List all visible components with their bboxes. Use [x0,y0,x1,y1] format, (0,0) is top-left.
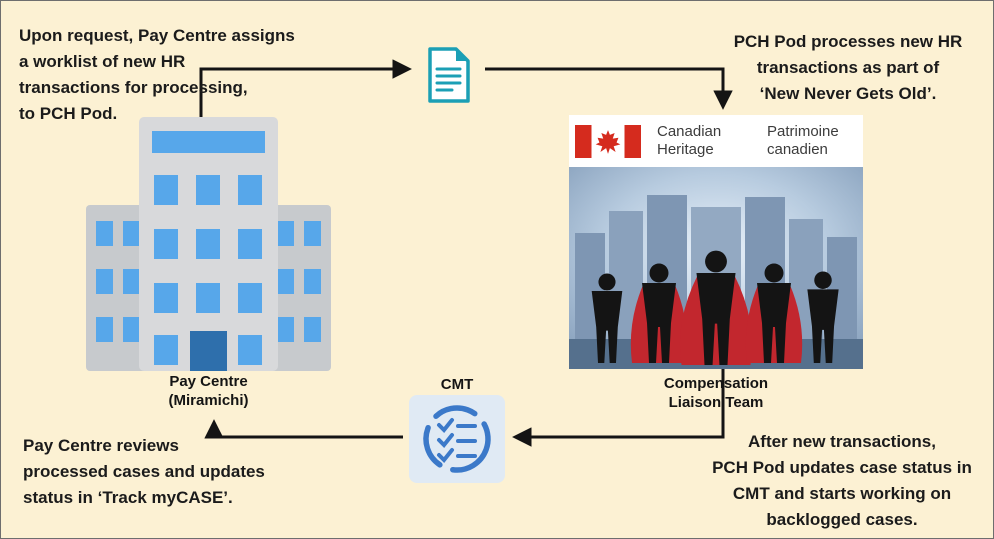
note-line: Upon request, Pay Centre assigns [19,26,295,45]
arrow-document-to-pchpod [485,67,733,110]
cmt-icon [409,395,505,483]
banner-fr-line1: Patrimoine [767,123,839,140]
clt-label-line1: Compensation [663,375,769,392]
note-line: PCH Pod updates case status in [712,458,972,477]
banner-en-line2: Heritage [657,141,714,158]
wing-windows [96,221,321,342]
note-line: backlogged cases. [766,510,918,529]
note-line: Pay Centre reviews [23,436,179,455]
banner-en-line1: Canadian [657,123,722,140]
cmt-icon-graphic [423,405,491,473]
note-line: PCH Pod processes new HR [733,32,963,51]
superhero-team-image [569,167,863,369]
note-line: ‘New Never Gets Old’. [759,84,937,103]
note-line: After new transactions, [748,432,936,451]
team-silhouettes [591,250,839,365]
pay-centre-building [86,117,331,371]
compensation-liaison-team-label: Compensation Liaison Team [569,374,863,412]
note-top-left: Upon request, Pay Centre assigns a workl… [19,23,295,127]
cmt-label: CMT [440,376,474,393]
banner-text-english: Canadian Heritage [657,123,721,159]
document-icon [419,45,477,105]
note-line: transactions as part of [756,58,940,77]
building-icon [86,117,331,371]
note-bottom-right: After new transactions, PCH Pod updates … [697,429,987,533]
canadian-heritage-banner: Canadian Heritage Patrimoine canadien [569,115,863,167]
note-line: CMT and starts working on [732,484,952,503]
pay-centre-label: Pay Centre (Miramichi) [86,372,331,410]
pch-pod-image: Canadian Heritage Patrimoine canadien [569,115,863,369]
note-line: transactions for processing, [19,78,248,97]
tower-windows [152,131,265,365]
building-door [190,331,227,371]
note-line: status in ‘Track myCASE’. [23,488,233,507]
note-bottom-left: Pay Centre reviews processed cases and u… [23,433,265,511]
banner-text-french: Patrimoine canadien [767,123,839,159]
pay-centre-label-line2: (Miramichi) [168,392,249,409]
checklist-marks [437,418,477,463]
canada-flag-icon [575,125,641,158]
note-line: to PCH Pod. [19,104,118,123]
note-line: processed cases and updates [23,462,265,481]
note-top-right: PCH Pod processes new HR transactions as… [711,29,985,107]
clt-label-line2: Liaison Team [668,394,764,411]
banner-fr-line2: canadien [767,141,828,158]
note-line: a worklist of new HR [19,52,186,71]
document-icon-graphic [428,47,470,103]
pay-centre-label-line1: Pay Centre [169,373,248,390]
